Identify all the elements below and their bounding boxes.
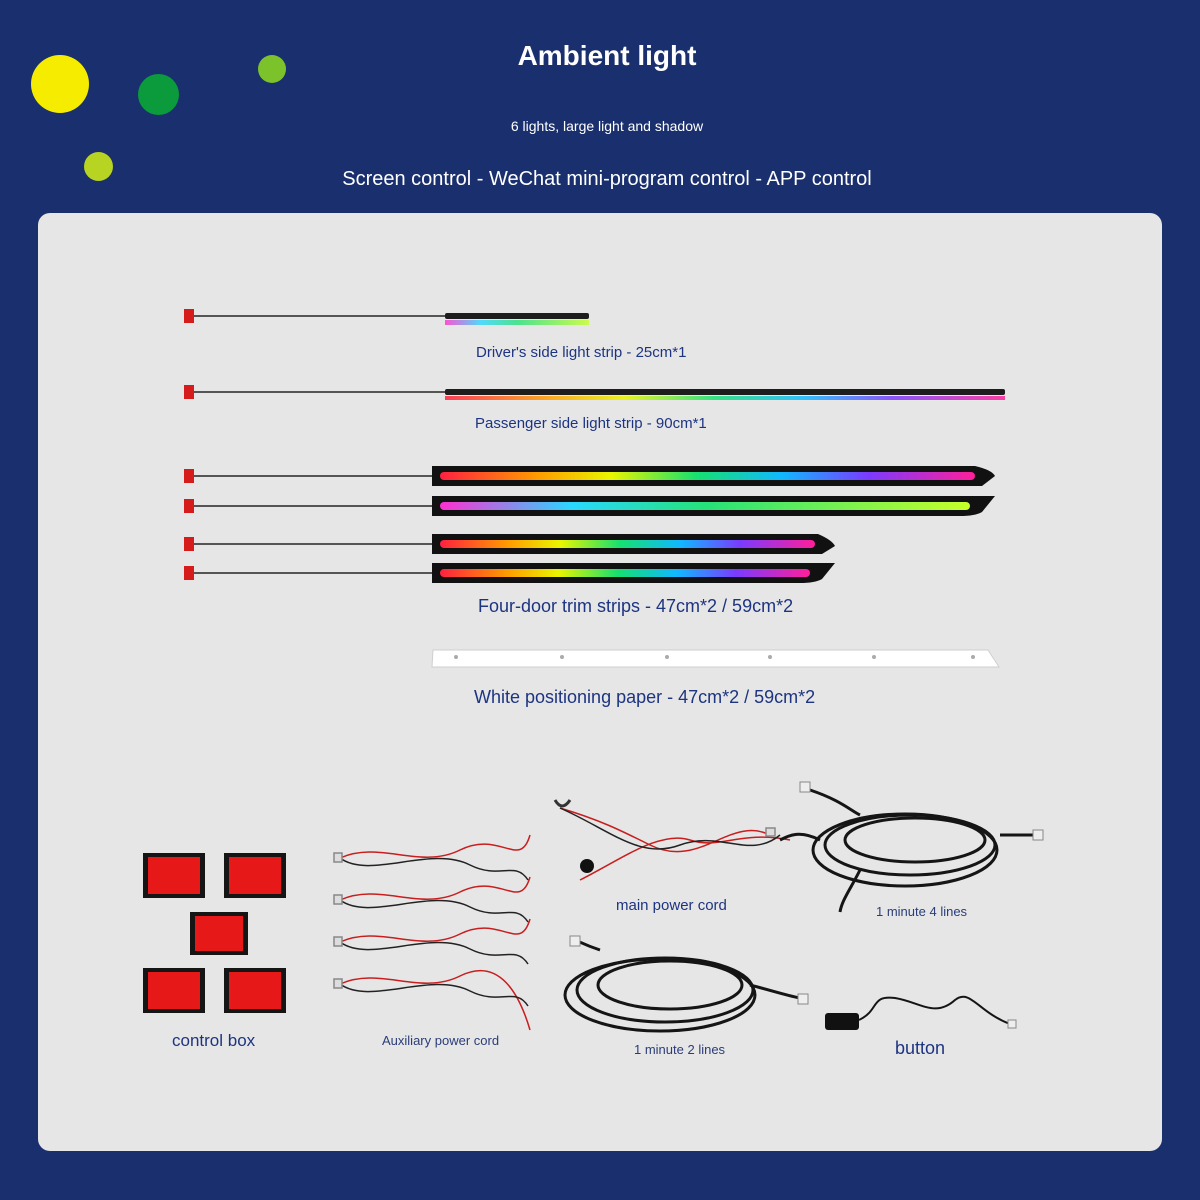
green-dot — [138, 74, 179, 115]
positioning-paper-label: White positioning paper - 47cm*2 / 59cm*… — [474, 687, 816, 707]
passenger-strip-label: Passenger side light strip - 90cm*1 — [475, 415, 707, 432]
one-to-four-cable — [779, 781, 1044, 913]
one-to-two-cable — [563, 935, 809, 1033]
positioning-paper — [431, 649, 1000, 668]
button-label: button — [895, 1038, 946, 1058]
page-subtitle: 6 lights, large light and shadow — [510, 118, 704, 134]
driver-strip-label: Driver's side light strip - 25cm*1 — [476, 344, 687, 361]
yellow-dot — [31, 55, 89, 113]
door-trim-label: Four-door trim strips - 47cm*2 / 59cm*2 — [478, 596, 794, 616]
passenger-strip — [184, 385, 1005, 400]
lime-dot — [84, 152, 113, 181]
auxiliary-power-cords — [333, 834, 531, 1031]
main-power-label: main power cord — [616, 897, 727, 914]
control-boxes — [143, 853, 286, 1013]
driver-strip — [184, 309, 589, 325]
page-title: Ambient light — [517, 40, 697, 71]
one-to-four-label: 1 minute 4 lines — [876, 904, 968, 919]
aux-power-label: Auxiliary power cord — [382, 1033, 500, 1048]
button-module — [825, 995, 1017, 1030]
light-green-dot — [258, 55, 286, 83]
control-methods: Screen control - WeChat mini-program con… — [342, 168, 872, 190]
one-to-two-label: 1 minute 2 lines — [634, 1042, 726, 1057]
main-power-cord — [553, 799, 791, 881]
control-box-label: control box — [172, 1031, 256, 1050]
door-trim-strips — [184, 466, 995, 583]
